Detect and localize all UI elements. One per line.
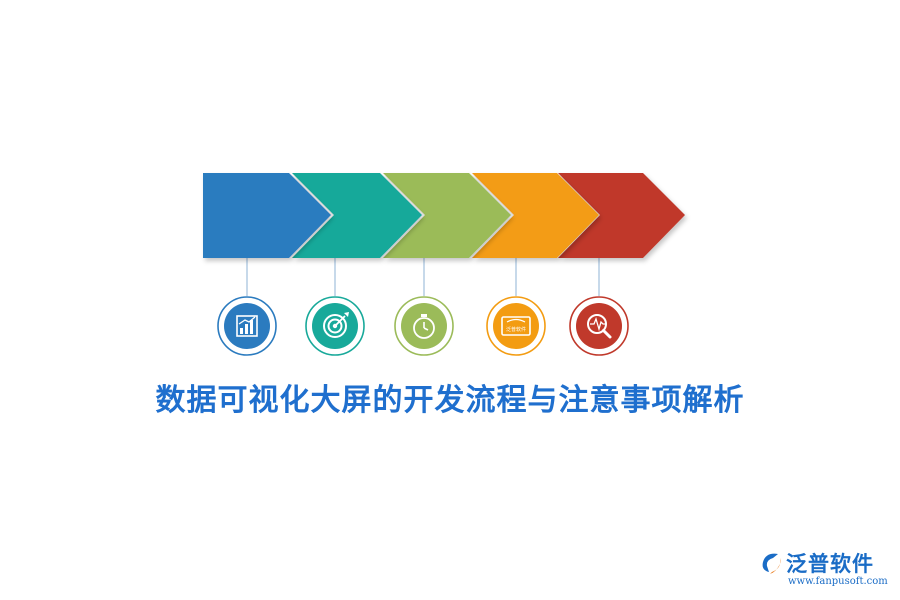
chevron-step-2: [292, 173, 422, 258]
chevron-step-4: [472, 173, 599, 258]
logo-brand-text: 泛普软件: [786, 552, 874, 576]
logo-mark-icon: [762, 553, 781, 574]
logo-url-text: www.fanpusoft.com: [788, 576, 888, 587]
target-icon: [305, 296, 365, 356]
stopwatch-icon: [394, 296, 454, 356]
monitor-icon-text: 泛普软件: [506, 326, 526, 333]
chevron-step-1: [203, 173, 331, 258]
bar-chart-icon: [217, 296, 277, 356]
magnifier-pulse-icon: [569, 296, 629, 356]
chevron-step-5: [558, 173, 685, 258]
monitor-icon: 泛普软件: [486, 296, 546, 356]
brand-logo: 泛普软件 www.fanpusoft.com: [758, 548, 888, 592]
page-title: 数据可视化大屏的开发流程与注意事项解析: [155, 383, 745, 418]
chevron-step-3: [383, 173, 511, 258]
